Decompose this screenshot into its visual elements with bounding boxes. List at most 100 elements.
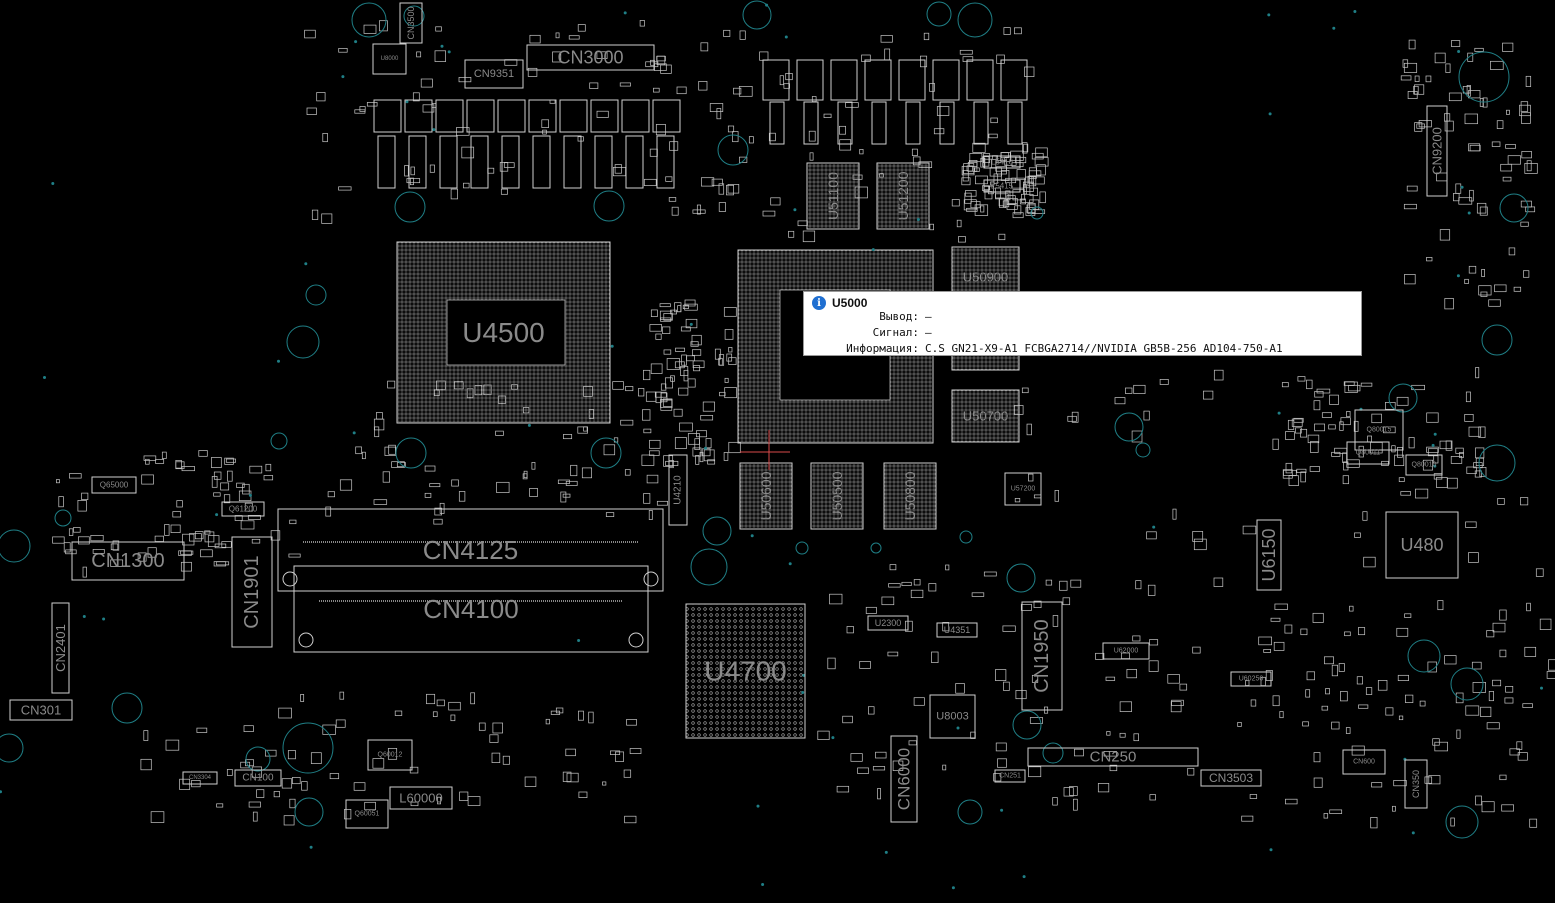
component-outline bbox=[806, 162, 860, 230]
inductor bbox=[625, 135, 644, 189]
smd-part bbox=[1353, 420, 1359, 432]
smd-part bbox=[1073, 798, 1078, 811]
component-q80015[interactable]: Q80015 bbox=[1354, 409, 1404, 451]
mosfet bbox=[932, 59, 960, 101]
smd-part bbox=[1497, 498, 1505, 505]
component-u50600[interactable]: U50600 bbox=[739, 462, 793, 530]
component-cn1901[interactable]: CN1901 bbox=[231, 536, 273, 648]
smd-part bbox=[700, 415, 714, 421]
smd-part bbox=[645, 61, 659, 68]
via-dot bbox=[1433, 464, 1437, 468]
component-u480[interactable]: U480 bbox=[1385, 511, 1459, 579]
via-dot bbox=[1353, 10, 1357, 13]
smd-part bbox=[545, 718, 550, 725]
component-outline bbox=[1200, 769, 1262, 787]
component-cn6000[interactable]: CN6000 bbox=[890, 735, 918, 823]
smd-part bbox=[439, 502, 445, 514]
component-u2300[interactable]: U2300 bbox=[867, 615, 909, 631]
smd-part bbox=[852, 174, 863, 180]
smd-part bbox=[1106, 731, 1111, 736]
component-cn1300[interactable]: CN1300 bbox=[71, 541, 185, 581]
component-l5415[interactable]: L5415 bbox=[983, 179, 1021, 193]
smd-part bbox=[304, 29, 316, 39]
smd-part bbox=[1525, 75, 1532, 87]
component-q65000[interactable]: Q65000 bbox=[91, 476, 137, 494]
component-u4210[interactable]: U4210 bbox=[668, 454, 688, 526]
smd-part bbox=[827, 657, 836, 670]
smd-part bbox=[1393, 780, 1407, 787]
smd-part bbox=[175, 461, 185, 470]
component-cn3503[interactable]: CN3503 bbox=[1200, 769, 1262, 787]
via-ring bbox=[702, 516, 732, 546]
component-cn9351[interactable]: CN9351 bbox=[464, 59, 524, 89]
component-u62000[interactable]: U62000 bbox=[1102, 642, 1150, 660]
smd-part bbox=[1492, 622, 1506, 633]
mosfet bbox=[466, 99, 495, 133]
tooltip-row-signal: Сигнал: — bbox=[804, 326, 1363, 341]
smd-part bbox=[656, 55, 666, 62]
component-label: Q80015 bbox=[1367, 427, 1392, 434]
component-u8000[interactable]: U8000 bbox=[372, 43, 407, 75]
component-u50700[interactable]: U50700 bbox=[951, 389, 1020, 443]
smd-part bbox=[995, 669, 1007, 681]
component-u51200[interactable]: U51200 bbox=[876, 162, 930, 230]
smd-part bbox=[1501, 804, 1514, 812]
component-q60051[interactable]: Q60051 bbox=[345, 799, 389, 829]
component-l5416[interactable]: L5416 bbox=[983, 155, 1021, 169]
component-cn301[interactable]: CN301 bbox=[9, 699, 73, 721]
component-cn350[interactable]: CN350 bbox=[1404, 759, 1428, 809]
component-l60000[interactable]: L60000 bbox=[389, 786, 453, 810]
smd-part bbox=[180, 550, 194, 555]
smd-part bbox=[1478, 426, 1486, 438]
component-cn251[interactable]: CN251 bbox=[994, 769, 1026, 783]
component-u6150[interactable]: U6150 bbox=[1256, 519, 1282, 591]
component-u4500[interactable]: U4500 bbox=[462, 317, 545, 348]
component-u50500[interactable]: U50500 bbox=[810, 462, 864, 530]
via-dot bbox=[352, 431, 356, 435]
smd-part bbox=[1193, 538, 1207, 551]
component-u8003[interactable]: U8003 bbox=[929, 694, 976, 739]
component-outline bbox=[810, 462, 864, 530]
component-cn250[interactable]: CN250 bbox=[1027, 747, 1199, 767]
component-u4700[interactable]: U4700 bbox=[685, 603, 806, 739]
smd-part bbox=[969, 153, 983, 163]
smd-part bbox=[448, 701, 461, 711]
smd-part bbox=[1459, 452, 1464, 458]
smd-part bbox=[489, 734, 499, 743]
component-q80011[interactable]: Q80011 bbox=[1346, 441, 1390, 465]
smd-part bbox=[182, 533, 195, 546]
component-cn1950[interactable]: CN1950 bbox=[1021, 601, 1063, 711]
smd-part bbox=[666, 358, 680, 370]
component-outline bbox=[1256, 519, 1282, 591]
component-u51100[interactable]: U51100 bbox=[806, 162, 860, 230]
component-cn3000[interactable]: CN3000 bbox=[526, 44, 655, 71]
component-u60250[interactable]: U60250 bbox=[1230, 671, 1272, 687]
component-cn100[interactable]: CN100 bbox=[234, 769, 282, 787]
smd-part bbox=[982, 185, 990, 191]
via-dot bbox=[248, 493, 252, 497]
smd-part bbox=[675, 347, 685, 352]
component-q80010[interactable]: Q80010 bbox=[1405, 454, 1443, 476]
component-cn600[interactable]: CN600 bbox=[1342, 749, 1386, 775]
component-cn4100[interactable]: CN4100 bbox=[293, 565, 649, 653]
smd-part bbox=[702, 401, 715, 412]
smd-part bbox=[1192, 646, 1201, 654]
component-outline bbox=[876, 162, 930, 230]
component-q61200[interactable]: Q61200 bbox=[221, 501, 265, 517]
smd-part bbox=[768, 132, 776, 142]
component-u4351[interactable]: U4351 bbox=[936, 622, 978, 638]
component-cn3304[interactable]: CN3304 bbox=[182, 771, 218, 785]
component-cn2401[interactable]: CN2401 bbox=[51, 602, 70, 694]
smd-part bbox=[1505, 686, 1514, 693]
smd-part bbox=[1114, 397, 1126, 405]
via-dot bbox=[704, 446, 707, 450]
smd-part bbox=[1273, 641, 1285, 651]
component-u57200[interactable]: U57200 bbox=[1004, 472, 1042, 506]
component-q60012[interactable]: Q60012 bbox=[367, 739, 413, 771]
component-cn3500[interactable]: CN3500 bbox=[399, 2, 423, 44]
component-u50800[interactable]: U50800 bbox=[883, 462, 937, 530]
component-cn4125[interactable]: CN4125 bbox=[277, 508, 664, 592]
component-cn9200[interactable]: CN9200 bbox=[1426, 105, 1448, 197]
smd-part bbox=[1071, 411, 1079, 423]
